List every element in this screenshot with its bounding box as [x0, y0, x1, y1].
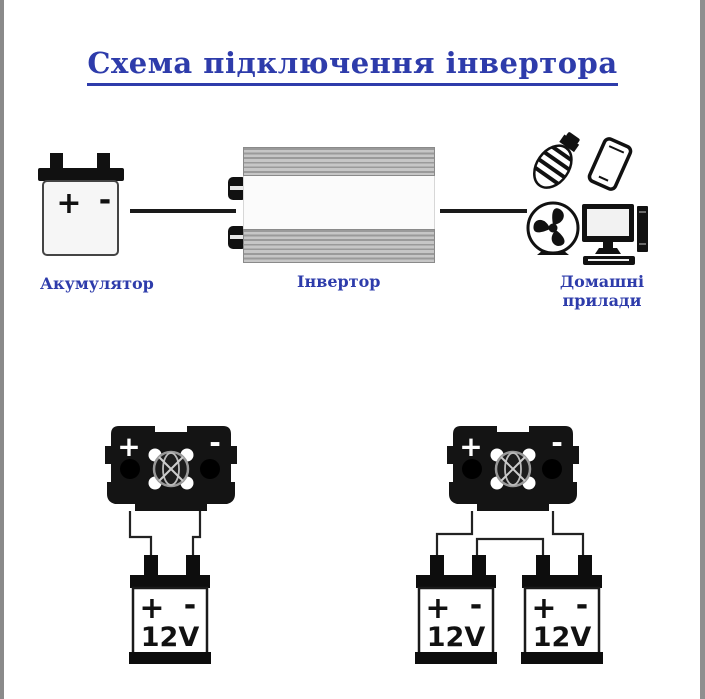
- battery-icon: + -: [38, 153, 124, 256]
- inverter-terminal-bottom: [228, 226, 247, 249]
- wire-inverter-to-appliances: [440, 209, 527, 213]
- battery-12v-icon: + - 12V: [129, 555, 211, 664]
- battery-plus-sign: +: [425, 591, 450, 626]
- left-edge-strip: [0, 0, 4, 699]
- appliances-icons: [526, 132, 648, 265]
- inverter-icon: [228, 147, 436, 263]
- inverter-plus-sign: +: [117, 430, 140, 463]
- battery-plus-sign: +: [531, 591, 556, 626]
- battery-minus-sign: -: [576, 588, 588, 623]
- appliances-label-line2: прилади: [562, 291, 642, 310]
- inverter-minus-sign: -: [209, 426, 221, 459]
- inverter-heatsink-bottom: [243, 229, 435, 263]
- inverter-minus-sign: -: [551, 426, 563, 459]
- appliances-label-line1: Домашні: [559, 272, 645, 291]
- page-title: Схема підключення інвертора: [0, 46, 705, 86]
- cooling-fan-icon: [152, 450, 190, 488]
- battery-minus-sign: -: [99, 183, 111, 218]
- cooling-fan-icon: [494, 450, 532, 488]
- inverter-terminal-top: [228, 177, 247, 200]
- page-title-text: Схема підключення інвертора: [87, 46, 618, 86]
- battery-label: Акумулятор: [40, 274, 154, 293]
- battery-plus-sign: +: [56, 186, 81, 221]
- battery-voltage: 12V: [533, 622, 592, 653]
- battery-12v-icon: + - 12V: [521, 555, 603, 664]
- appliances-label: Домашні прилади: [554, 272, 650, 310]
- inverter-body: [243, 147, 435, 263]
- fan-icon: [526, 201, 580, 255]
- wires-dual: [435, 511, 585, 557]
- inverter-plus-sign: +: [459, 430, 482, 463]
- inverter-mid-panel: [243, 176, 435, 229]
- computer-icon: [582, 204, 648, 265]
- inverter-heatsink-top: [243, 147, 435, 176]
- battery-minus-sign: -: [470, 588, 482, 623]
- right-edge-strip: [700, 0, 705, 699]
- battery-12v-icon: + - 12V: [415, 555, 497, 664]
- inverter-label: Інвертор: [297, 272, 381, 291]
- bulb-icon: [532, 132, 580, 189]
- inverter-top-view-dual: + -: [447, 426, 579, 511]
- inverter-top-view-single: + -: [105, 426, 237, 511]
- battery-minus-sign: -: [184, 588, 196, 623]
- battery-voltage: 12V: [427, 622, 486, 653]
- wire-battery-to-inverter: [130, 209, 236, 213]
- battery-plus-sign: +: [139, 591, 164, 626]
- battery-voltage: 12V: [141, 622, 200, 653]
- wires-single: [128, 511, 202, 557]
- phone-icon: [587, 137, 633, 191]
